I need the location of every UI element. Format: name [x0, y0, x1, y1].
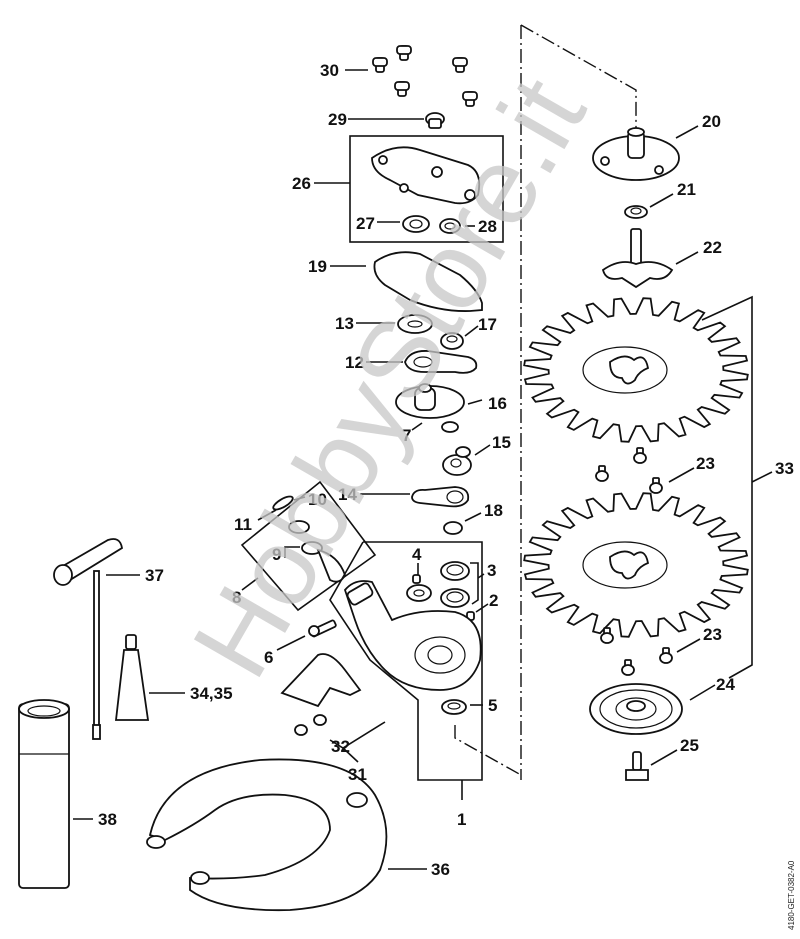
bracket-33 — [701, 295, 753, 679]
part-37-combination-wrench[interactable] — [53, 538, 123, 740]
callout-25[interactable]: 25 — [680, 736, 699, 755]
part-26-cover-assembly[interactable] — [349, 135, 504, 243]
part-19-gasket[interactable] — [373, 251, 483, 312]
part-22-drive-shaft[interactable] — [601, 228, 674, 289]
gear-housing[interactable] — [343, 574, 482, 691]
assembly-axis-lines — [454, 24, 637, 780]
callout-30[interactable]: 30 — [320, 61, 339, 80]
callout-21[interactable]: 21 — [677, 180, 696, 199]
callout-38[interactable]: 38 — [98, 810, 117, 829]
callout-23-upper[interactable]: 23 — [696, 454, 715, 473]
part-24-thrust-cup[interactable] — [589, 683, 683, 735]
part-17-nut[interactable] — [440, 332, 464, 350]
callout-17[interactable]: 17 — [478, 315, 497, 334]
part-5-seal[interactable] — [441, 699, 467, 715]
callout-4[interactable]: 4 — [412, 545, 422, 564]
callout-18[interactable]: 18 — [484, 501, 503, 520]
callout-10[interactable]: 10 — [308, 490, 327, 509]
callout-16[interactable]: 16 — [488, 394, 507, 413]
drawing-code: 4180-GET-0382-A0 — [787, 860, 796, 930]
callout-19[interactable]: 19 — [308, 257, 327, 276]
part-8-assembly-box[interactable] — [240, 480, 377, 612]
part-30-screws[interactable] — [372, 45, 478, 107]
callout-15[interactable]: 15 — [492, 433, 511, 452]
part-12-connecting-link[interactable] — [404, 350, 478, 374]
callout-34-35[interactable]: 34,35 — [190, 684, 233, 703]
part-1-gear-head-box[interactable] — [329, 541, 483, 781]
part-6-screw[interactable] — [308, 619, 337, 638]
callout-5[interactable]: 5 — [488, 696, 497, 715]
part-14-arm[interactable] — [411, 486, 470, 508]
part-3-seals[interactable] — [440, 561, 470, 608]
callout-32[interactable]: 32 — [331, 737, 350, 756]
part-21-washer[interactable] — [624, 205, 648, 219]
part-31-guard-plate[interactable] — [280, 653, 362, 708]
part-20-thrust-plate[interactable] — [592, 127, 680, 181]
part-13-washer[interactable] — [397, 314, 433, 334]
callout-14[interactable]: 14 — [338, 485, 357, 504]
callout-23-lower[interactable]: 23 — [703, 625, 722, 644]
part-23-screws-lower[interactable] — [600, 627, 673, 676]
part-33-lower-cutting-blade[interactable] — [523, 492, 749, 638]
part-15-lever[interactable] — [442, 446, 472, 476]
callout-labels: 30 29 26 27 28 19 13 17 12 16 7 15 14 18… — [98, 61, 794, 879]
part-27-ball-bearing[interactable] — [402, 215, 430, 233]
callout-26[interactable]: 26 — [292, 174, 311, 193]
callout-24[interactable]: 24 — [716, 675, 735, 694]
part-29-plug[interactable] — [425, 112, 445, 129]
part-4-ball-bearing[interactable] — [406, 584, 432, 602]
part-36-deflector[interactable] — [146, 758, 388, 912]
callout-36[interactable]: 36 — [431, 860, 450, 879]
callout-7[interactable]: 7 — [402, 426, 411, 445]
part-32-screws[interactable] — [294, 714, 327, 736]
callout-20[interactable]: 20 — [702, 112, 721, 131]
callout-3[interactable]: 3 — [487, 561, 496, 580]
part-38-spray-can[interactable] — [18, 699, 70, 889]
callout-22[interactable]: 22 — [703, 238, 722, 257]
callout-29[interactable]: 29 — [328, 110, 347, 129]
callout-1[interactable]: 1 — [457, 810, 466, 829]
part-23-screws-upper[interactable] — [595, 447, 663, 494]
callout-27[interactable]: 27 — [356, 214, 375, 233]
callout-13[interactable]: 13 — [335, 314, 354, 333]
part-33-upper-cutting-blade[interactable] — [523, 297, 749, 443]
part-18-circlip[interactable] — [443, 521, 463, 535]
callout-12[interactable]: 12 — [345, 353, 364, 372]
callout-11[interactable]: 11 — [234, 515, 252, 534]
callout-28[interactable]: 28 — [478, 217, 497, 236]
callout-37[interactable]: 37 — [145, 566, 164, 585]
callout-31[interactable]: 31 — [348, 765, 367, 784]
part-28-seal[interactable] — [439, 218, 461, 234]
callout-6[interactable]: 6 — [264, 648, 273, 667]
part-25-bolt[interactable] — [625, 751, 649, 781]
callout-33[interactable]: 33 — [775, 459, 794, 478]
callout-2[interactable]: 2 — [489, 591, 498, 610]
callout-9[interactable]: 9 — [272, 545, 281, 564]
part-16-crank-disc[interactable] — [395, 383, 465, 433]
callout-8[interactable]: 8 — [232, 588, 241, 607]
part-34-35-grease-tube[interactable] — [114, 634, 150, 721]
